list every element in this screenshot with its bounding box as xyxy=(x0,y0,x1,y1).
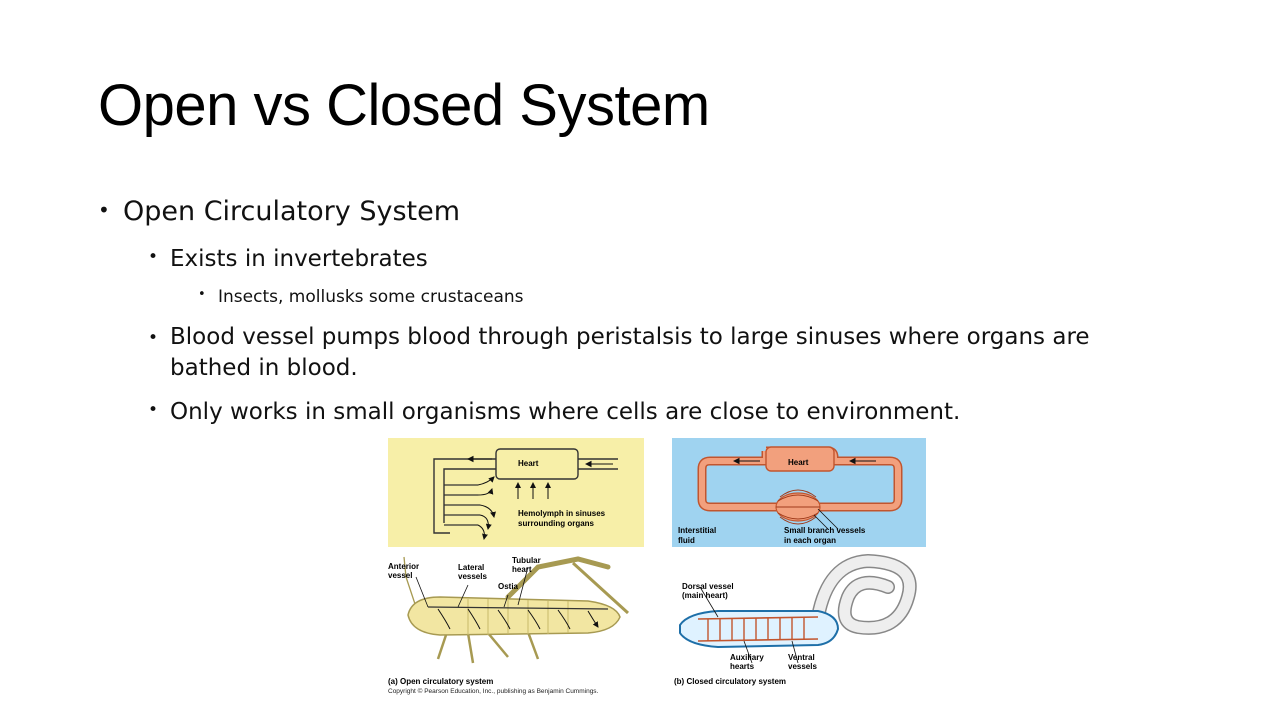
bullet-dot: • xyxy=(148,400,159,420)
anterior-label: Anterior xyxy=(388,562,419,571)
bullet-only-works: • Only works in small organisms where ce… xyxy=(148,399,961,425)
hemolymph-label: Hemolymph in sinuses xyxy=(518,509,606,518)
anterior-label: vessel xyxy=(388,571,412,580)
hemolymph-label: surrounding organs xyxy=(518,519,595,528)
bullet-dot: • xyxy=(198,287,206,302)
tubular-label: Tubular xyxy=(512,556,541,565)
bullet-insects: • Insects, mollusks some crustaceans xyxy=(198,287,524,307)
circulatory-figure: Heart Hemolymph in sinuses surrounding o… xyxy=(388,437,928,699)
closed-heart-label: Heart xyxy=(788,458,809,467)
worm-auxiliary-hearts xyxy=(707,618,805,641)
worm-coil-fill xyxy=(812,555,915,634)
grasshopper-hind-leg xyxy=(505,556,611,600)
closed-vessel-fill-left xyxy=(699,451,788,510)
tubular-label: heart xyxy=(512,565,532,574)
outflow-arrow xyxy=(477,524,488,540)
copyright-text: Copyright © Pearson Education, Inc., pub… xyxy=(388,688,599,695)
bullet-open-system: • Open Circulatory System xyxy=(98,196,461,227)
bullet-dot: • xyxy=(148,247,159,267)
grasshopper-segments xyxy=(467,599,569,635)
closed-heart-box xyxy=(765,446,835,472)
bullet-text: Open Circulatory System xyxy=(123,196,461,227)
small-branch-label: in each organ xyxy=(784,536,836,545)
tubular-heart xyxy=(427,606,609,610)
auxiliary-label: hearts xyxy=(730,662,755,671)
interstitial-label: fluid xyxy=(678,536,695,545)
bullet-text: Insects, mollusks some crustaceans xyxy=(218,287,524,307)
open-heart-label: Heart xyxy=(518,459,539,468)
grasshopper-hind-shin xyxy=(571,561,630,615)
bullet-text: Blood vessel pumps blood through perista… xyxy=(170,324,1090,381)
hemolymph-flow-arrows xyxy=(437,608,598,629)
small-branch-label: Small branch vessels xyxy=(784,526,866,535)
figure-svg: Heart Hemolymph in sinuses surrounding o… xyxy=(388,438,926,686)
grasshopper-body xyxy=(407,596,621,636)
open-caption: (a) Open circulatory system xyxy=(388,677,493,686)
slide-title: Open vs Closed System xyxy=(98,73,710,138)
grasshopper-legs xyxy=(436,628,540,664)
lateral-label: Lateral xyxy=(458,563,484,572)
worm-vessels xyxy=(697,616,819,642)
grasshopper-leaders xyxy=(415,566,529,608)
open-vessel-outer xyxy=(433,458,496,534)
open-heart-box xyxy=(495,448,579,480)
closed-caption: (b) Closed circulatory system xyxy=(674,677,786,686)
bullet-text: Only works in small organisms where cell… xyxy=(170,399,961,425)
auxiliary-label: Auxiliary xyxy=(730,653,764,662)
open-schematic-diagram: Heart Hemolymph in sinuses surrounding o… xyxy=(388,438,644,547)
interstitial-label: Interstitial xyxy=(678,526,716,535)
capillary-lines xyxy=(776,489,820,525)
bullet-text: Exists in invertebrates xyxy=(170,246,428,272)
outflow-arrow xyxy=(477,488,494,496)
lateral-label: vessels xyxy=(458,572,487,581)
dorsal-label: Dorsal vessel xyxy=(682,582,734,591)
bullet-dot: • xyxy=(148,328,159,348)
outflow-arrow xyxy=(477,476,495,486)
outflow-arrow xyxy=(479,514,492,530)
bullet-exists: • Exists in invertebrates xyxy=(148,246,428,272)
closed-schematic-diagram: Heart Interstitial fluid Small branch ve… xyxy=(672,438,926,547)
worm-leaders xyxy=(699,586,799,664)
ventral-label: Ventral xyxy=(788,653,815,662)
bullet-dot: • xyxy=(98,198,110,222)
ventral-label: vessels xyxy=(788,662,817,671)
open-branches xyxy=(444,484,480,526)
grasshopper-antenna xyxy=(403,556,417,608)
earthworm-illustration: Dorsal vessel (main heart) Auxiliary hea… xyxy=(674,553,917,686)
ostia-label: Ostia xyxy=(498,582,519,591)
grasshopper-illustration: Anterior vessel Lateral vessels Tubular … xyxy=(388,556,630,686)
dorsal-label: (main heart) xyxy=(682,591,728,600)
label-leader xyxy=(813,508,839,530)
outflow-arrow xyxy=(479,504,496,518)
bullet-blood-vessel: • Blood vessel pumps blood through peris… xyxy=(148,322,1160,384)
